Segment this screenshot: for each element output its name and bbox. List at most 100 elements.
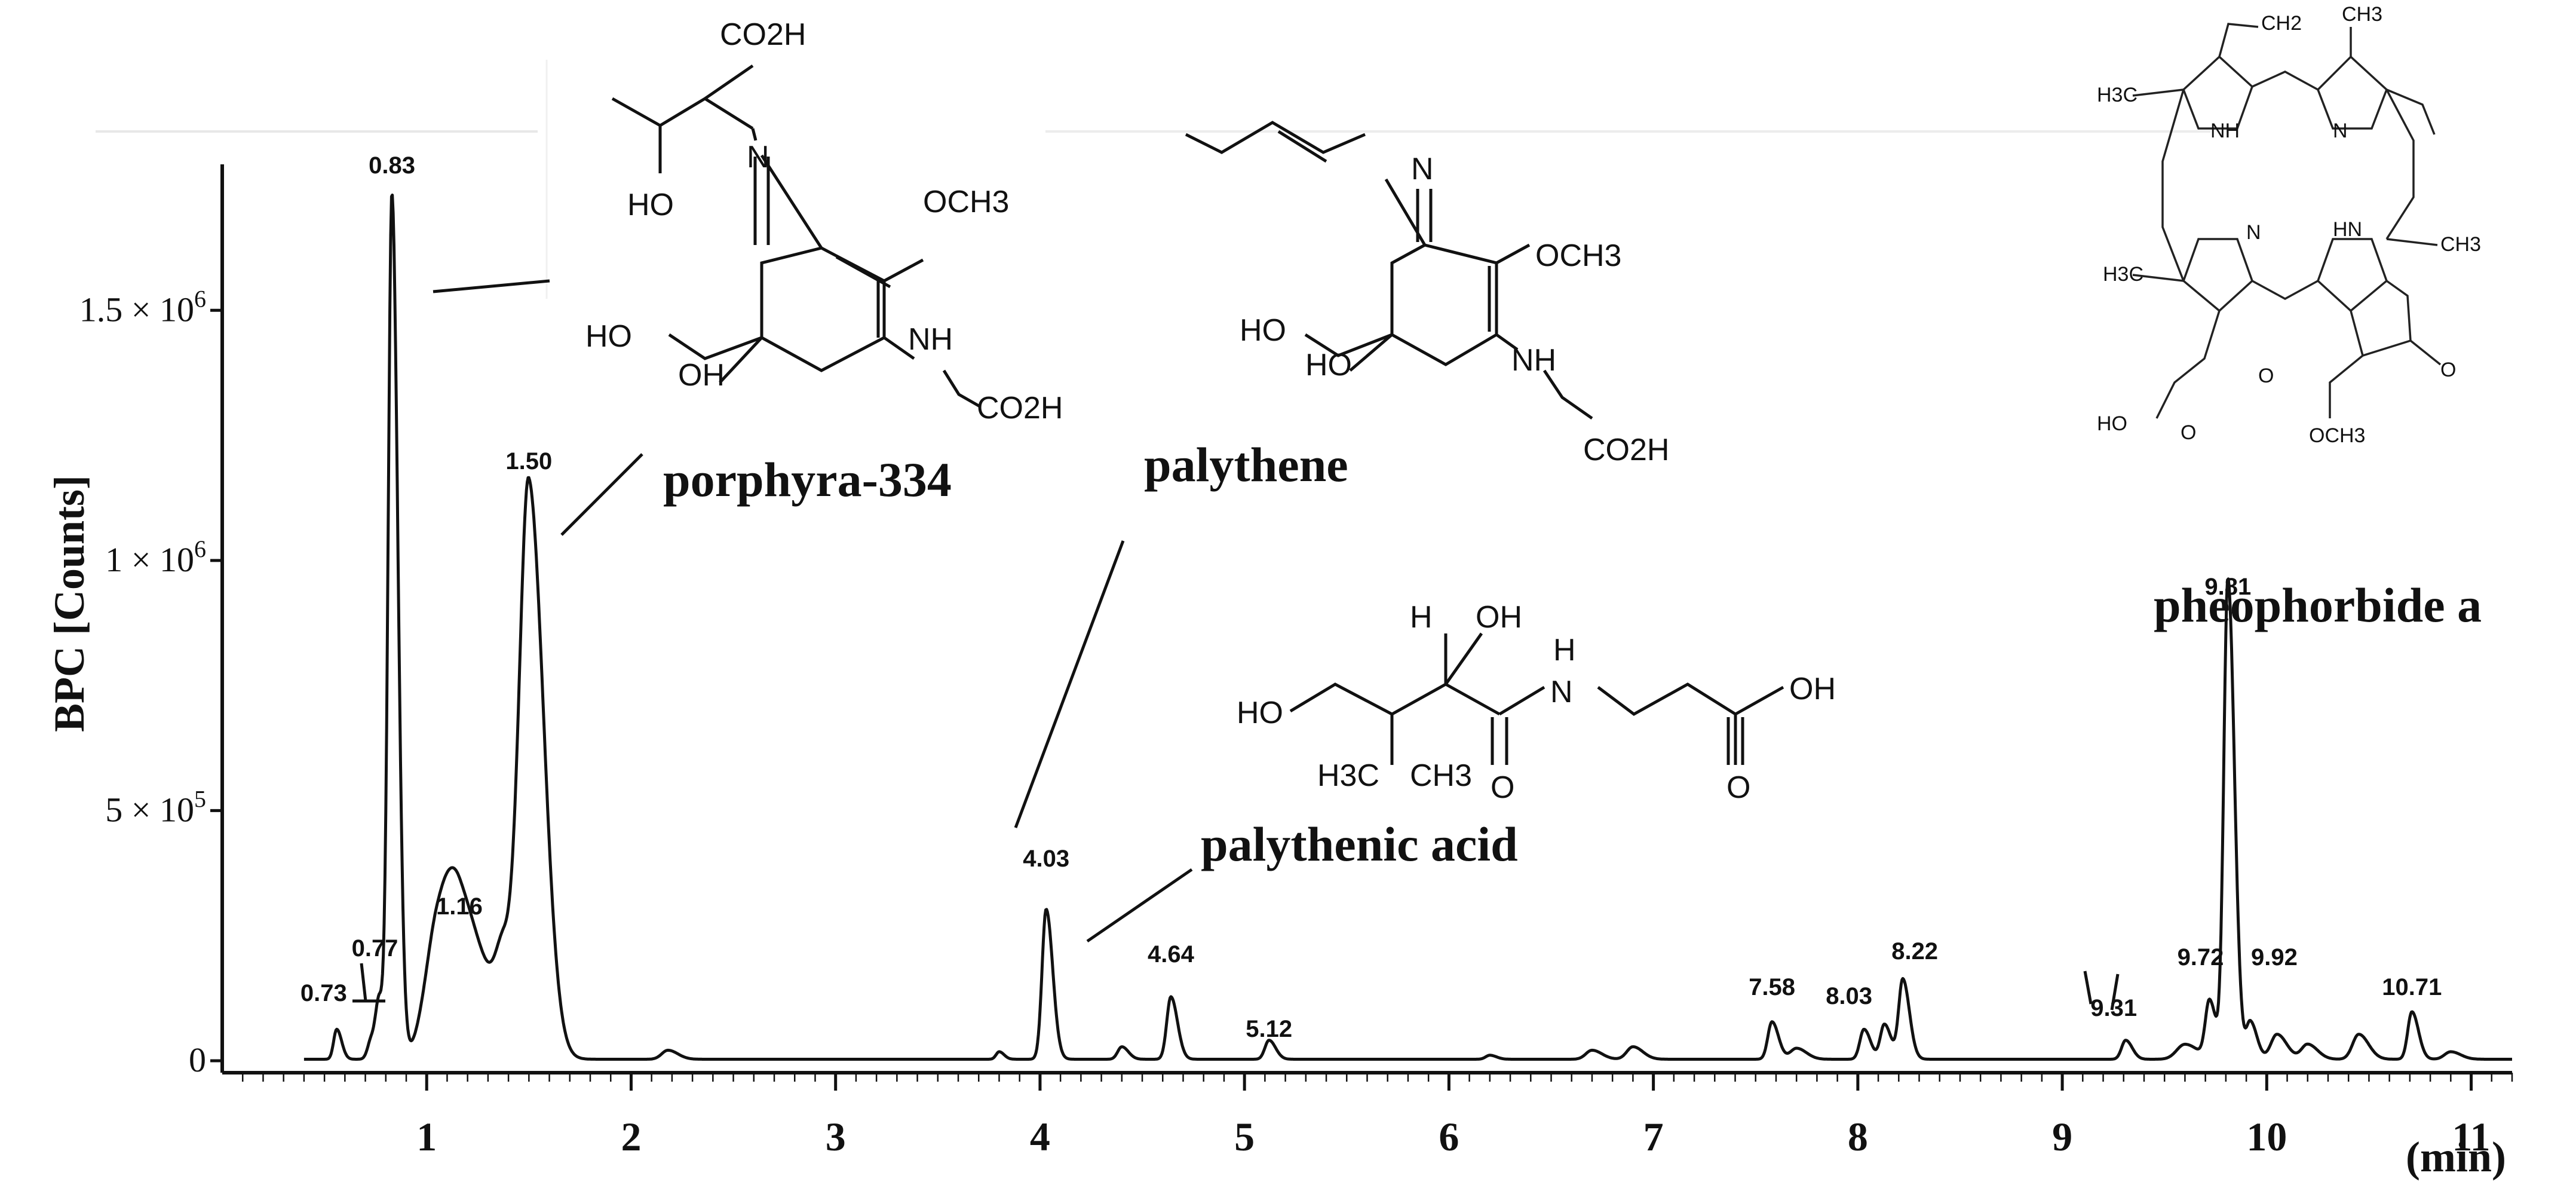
atom-pheo-ho-acid: HO [2097,412,2127,435]
atom-porphyra-n: N [747,140,769,175]
atom-pheo-ch3-top: CH3 [2342,3,2382,26]
peak-label: 9.72 [2178,944,2224,971]
atom-pheo-n-c: N [2246,221,2261,244]
pheophorbide-a-structure: CH2 CH3 H3C NH N N HN H3C CH3 O O HO O O… [2097,3,2481,447]
x-tick-label: 10 [2246,1114,2287,1159]
porphyra-334-structure: CO2H N HO OCH3 HO OH NH CO2H [585,17,1063,425]
atom-pheo-nh-a: NH [2210,120,2240,142]
palythene-propenyl-bonds [1185,121,1366,154]
x-tick-label: 4 [1030,1114,1050,1159]
atom-pheo-och3: OCH3 [2309,424,2365,447]
atom-porphyra-oh-ring: OH [678,358,725,393]
x-axis-label: (min) [2406,1133,2506,1181]
atom-pheo-h3c-left: H3C [2097,84,2138,106]
palythene-propenyl-double [1277,130,1327,163]
porphyra-substituent-bonds [668,258,981,408]
leader-palythene [1014,540,1125,828]
x-tick-label: 1 [416,1114,437,1159]
porphyra-sidechain-bonds [611,64,758,173]
atom-palythenic-o-acid: O [1726,770,1750,805]
atom-palythenic-h: H [1410,600,1433,635]
atom-palythenic-ho: HO [1237,696,1283,730]
label-porphyra-334: porphyra-334 [663,452,952,507]
atom-pheo-h3c-mid: H3C [2103,263,2143,286]
peak-label: 5.12 [1246,1016,1292,1042]
atom-pheo-o-ester: O [2258,365,2274,387]
porphyrin-meso-bonds [2161,71,2415,300]
palythene-imine-bond [1416,189,1433,242]
label-palythenic-acid: palythenic acid [1201,817,1518,871]
x-tick-label: 3 [826,1114,846,1159]
peak-label: 8.03 [1826,983,1872,1009]
x-tick-label: 5 [1234,1114,1255,1159]
y-tick-label: 0 [189,1040,206,1079]
atom-porphyra-co2h-bottom: CO2H [977,391,1063,425]
pyrrole-ring-a [2182,55,2254,130]
atom-palythene-ho-ring: HO [1305,348,1352,382]
y-ticks: 0 5 × 105 1 × 106 1.5 × 106 [79,285,222,1079]
x-tick-label: 8 [1848,1114,1868,1159]
palythene-structure: N OCH3 HO HO NH CO2H [1185,121,1669,467]
y-axis-label: BPC [Counts] [45,475,93,732]
atom-palythenic-ch3: CH3 [1410,758,1472,793]
x-tick-label: 11 [2452,1114,2490,1159]
peak-label: 0.83 [369,152,415,179]
cyclopentanone-ring [2350,280,2412,357]
x-tick-label: 7 [1643,1114,1664,1159]
porphyra-ring-bonds [760,154,886,372]
peak-label: 9.81 [2204,574,2251,600]
pyrrole-ring-c [2182,238,2254,313]
atom-palythenic-oh-acid: OH [1789,672,1836,706]
atom-pheo-o-acid: O [2181,421,2196,444]
peak-label: 9.92 [2251,944,2298,971]
atom-porphyra-ho-ring: HO [585,319,632,354]
label-palythene: palythene [1144,437,1348,492]
atom-pheo-ch2: CH2 [2261,12,2302,35]
peak-label: 7.58 [1749,974,1795,1000]
palythene-substituent-bonds [1304,243,1593,420]
peak-label: 4.03 [1023,846,1069,872]
y-tick-label: 1 × 106 [105,535,206,579]
atom-porphyra-nh: NH [908,322,953,357]
leader-porphyra-upper [433,279,550,293]
y-tick-label: 5 × 105 [105,785,206,829]
atom-palythene-n: N [1411,152,1434,186]
atom-palythene-ho-side: HO [1240,313,1286,348]
palythenic-carbonyl-bonds [1491,717,1744,765]
pyrrole-ring-d [2316,238,2388,313]
leader-peak-0.77 [360,963,367,1002]
leader-palythenic-acid [1086,868,1193,943]
atom-palythenic-nh-n: N [1550,675,1573,709]
atom-pheo-hn-d: HN [2333,218,2362,241]
atom-porphyra-co2h-top: CO2H [720,17,806,52]
x-tick-label: 9 [2052,1114,2072,1159]
pheophorbide-substituent-bonds [2132,23,2442,419]
peak-label: 0.77 [352,935,398,962]
atom-pheo-n-b: N [2333,120,2348,142]
peak-label: 1.50 [505,448,552,474]
atom-palythene-nh: NH [1511,343,1556,378]
peak-label: 10.71 [2382,974,2442,1000]
palythene-ring-bonds [1384,178,1498,366]
leader-peak-9.72 [2083,971,2093,1005]
atom-pheo-ch3-right: CH3 [2440,233,2481,256]
label-pheophorbide-a: pheophorbide a [2154,578,2482,632]
peak-label: 4.64 [1148,941,1195,968]
atom-porphyra-ho-side: HO [627,188,674,222]
peak-label: 0.73 [300,980,347,1006]
atom-pheo-o-keto: O [2440,359,2456,381]
atom-palythenic-h3c: H3C [1317,758,1379,793]
leader-porphyra-lower [560,453,643,536]
atom-palythene-och3: OCH3 [1535,238,1621,273]
y-tick-label: 1.5 × 106 [79,285,206,329]
atom-palythenic-oh-top: OH [1476,600,1522,635]
bpc-trace-line [303,193,2513,1061]
pyrrole-ring-b [2316,55,2388,130]
atom-palythenic-o-amide: O [1491,770,1514,805]
x-tick-label: 6 [1439,1114,1459,1159]
porphyra-imine-bond [753,157,770,245]
